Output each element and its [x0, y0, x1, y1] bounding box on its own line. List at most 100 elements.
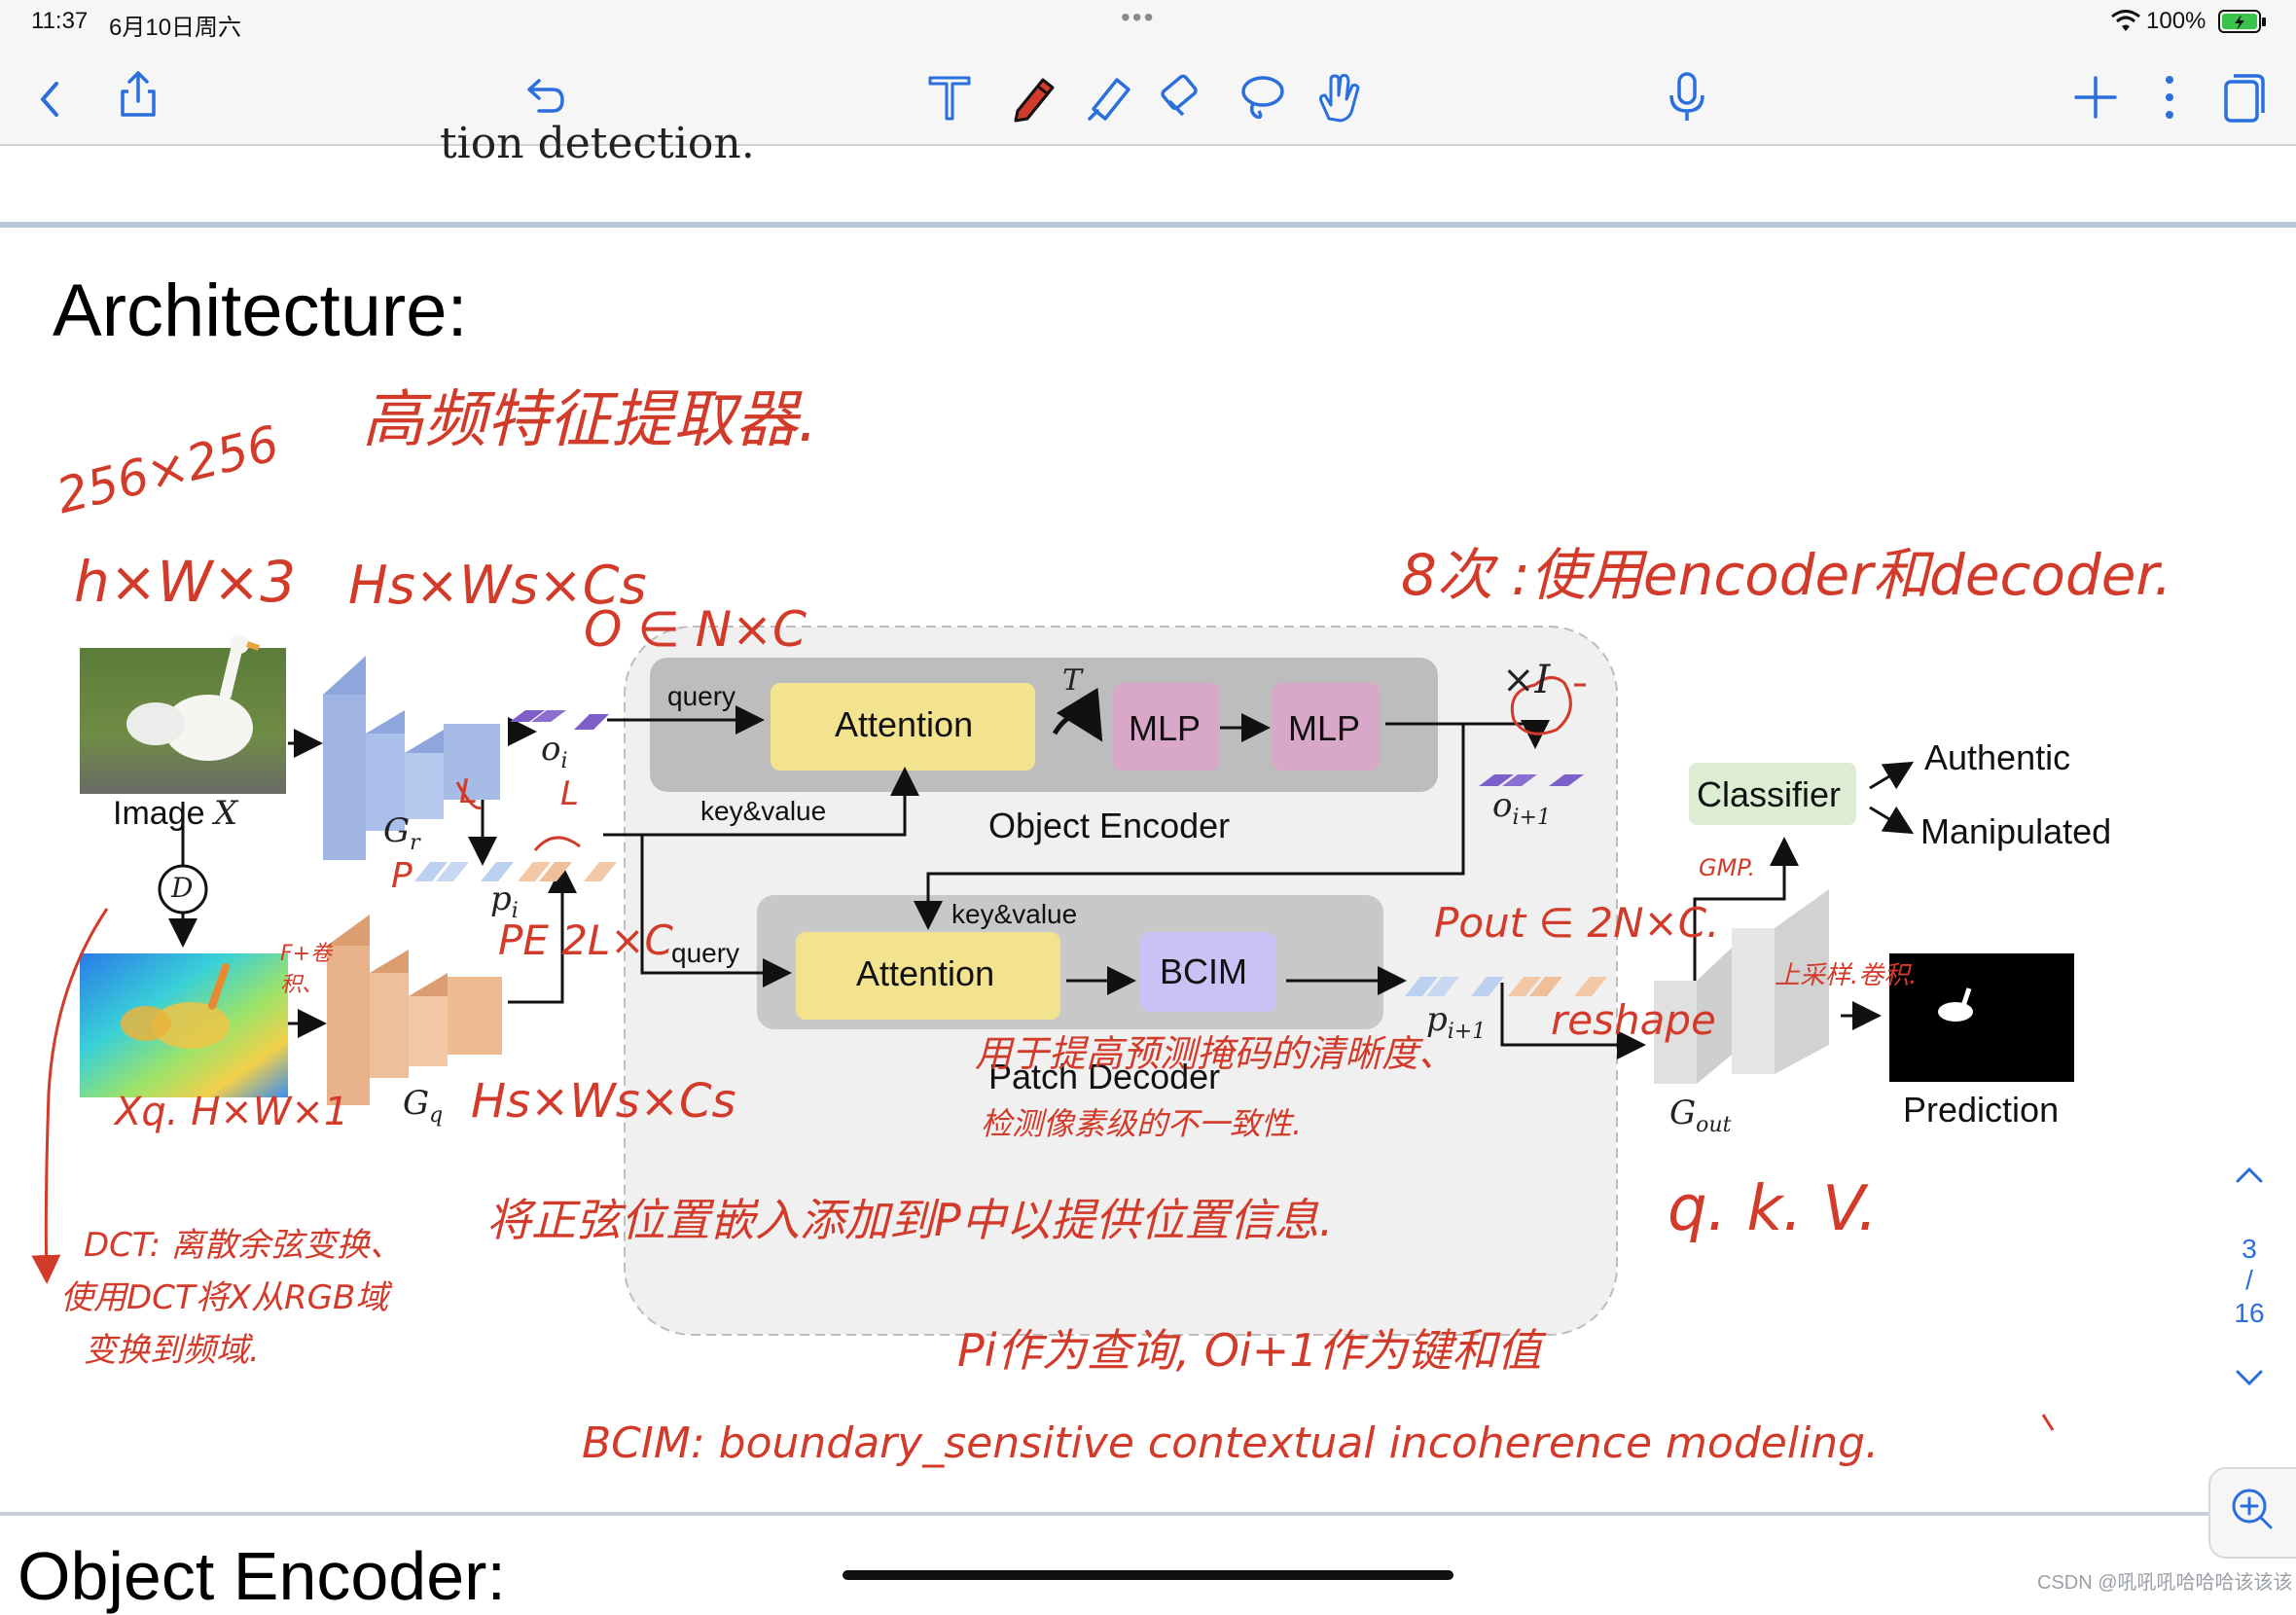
- note-hs-ws-cs-bottom: Hs×Ws×Cs: [471, 1074, 736, 1129]
- page-separator-2: [0, 1512, 2296, 1516]
- pen-tool-icon[interactable]: [1004, 66, 1062, 125]
- attention-top-label: Attention: [835, 704, 974, 744]
- toolbar: [0, 47, 2296, 146]
- back-icon[interactable]: [21, 70, 80, 128]
- mlp1-label: MLP: [1129, 708, 1202, 748]
- note-l-left: L: [459, 772, 478, 811]
- mlp-box-1: [1113, 683, 1220, 771]
- query-bottom-label: query: [671, 938, 740, 968]
- key-value-bottom-label: key&value: [951, 899, 1078, 929]
- image-label-prefix: Image: [113, 795, 214, 832]
- gout-label-sub: out: [1696, 1112, 1732, 1137]
- gq-label-main: G: [403, 1084, 430, 1123]
- status-bar: 11:37 6月10日周六 ••• 100%: [0, 0, 2296, 47]
- oi1-label-main: o: [1492, 786, 1513, 825]
- note-gmp: GMP.: [1699, 854, 1756, 881]
- home-indicator[interactable]: [843, 1570, 1453, 1580]
- note-dct-3: 变换到频域.: [84, 1331, 260, 1370]
- note-bcim-full: BCIM: boundary_sensitive contextual inco…: [582, 1418, 1880, 1468]
- microphone-icon[interactable]: [1658, 68, 1716, 126]
- note-l-right: L: [560, 774, 579, 813]
- zoom-in-icon: [2232, 1489, 2273, 1529]
- add-icon[interactable]: [2066, 68, 2125, 126]
- query-top-label: query: [667, 681, 736, 711]
- note-qkv: q. k. V.: [1668, 1173, 1878, 1245]
- pi1-label-main: p: [1426, 1000, 1448, 1039]
- patch-decoder-label: Patch Decoder: [988, 1057, 1221, 1096]
- gout-label: Gout: [1669, 1094, 1731, 1137]
- prediction-label: Prediction: [1903, 1090, 2060, 1130]
- note-pe: PE 2L×C: [498, 916, 673, 964]
- zoom-button[interactable]: [2208, 1467, 2296, 1559]
- note-pout: Pout ∈ 2N×C.: [1434, 899, 1720, 947]
- authentic-label: Authentic: [1924, 737, 2071, 777]
- classifier-box: [1689, 763, 1856, 825]
- note-hf-title: 高频特征提取器.: [362, 384, 818, 456]
- pi1-label: pi+1: [1426, 1000, 1486, 1044]
- lasso-icon[interactable]: [1232, 66, 1290, 125]
- slide-title: Architecture:: [53, 269, 468, 352]
- oi-label-sub: i: [560, 748, 568, 773]
- gr-label-sub: r: [410, 830, 420, 855]
- oi-tokens: [510, 710, 609, 730]
- architecture-diagram: [31, 626, 2074, 1431]
- previous-page-text: tion detection.: [440, 119, 755, 168]
- oi1-tokens: [1479, 774, 1584, 786]
- pi1-label-sub: i+1: [1447, 1019, 1487, 1044]
- pi-label-main: p: [490, 879, 512, 918]
- battery-icon: [2218, 10, 2266, 33]
- gq-label-sub: q: [429, 1102, 444, 1128]
- gr-label: Gr: [383, 811, 420, 855]
- object-encoder-label: Object Encoder: [988, 806, 1231, 845]
- t-label: T: [1062, 664, 1083, 698]
- date-text: 6月10日周六: [109, 15, 242, 41]
- hand-tool-icon[interactable]: [1308, 66, 1366, 125]
- note-upsample: 上采样.卷积.: [1775, 961, 1918, 990]
- battery-percent: 100%: [2146, 8, 2206, 34]
- mlp-box-2: [1273, 683, 1380, 771]
- note-hw3: h×W×3: [74, 549, 297, 615]
- key-value-top-label: key&value: [700, 796, 827, 826]
- mlp2-label: MLP: [1288, 708, 1361, 748]
- times-i-label: ×I: [1502, 658, 1551, 702]
- next-page-title: Object Encoder:: [18, 1538, 506, 1614]
- multitask-dots[interactable]: •••: [1121, 2, 1156, 32]
- pages-icon[interactable]: [2214, 68, 2273, 126]
- previous-page: tion detection.: [0, 119, 2296, 224]
- page-total: 16: [2234, 1298, 2265, 1328]
- text-tool-icon[interactable]: [920, 68, 979, 126]
- gr-encoder-blocks: [444, 724, 500, 800]
- gr-label-main: G: [383, 811, 411, 850]
- pi1-tokens: [1405, 977, 1607, 996]
- attention-top-box: [771, 683, 1035, 771]
- undo-icon[interactable]: [514, 68, 572, 126]
- note-pos-embed: 将正弦位置嵌入添加到P中以提供位置信息.: [486, 1194, 1334, 1246]
- more-icon[interactable]: [2140, 68, 2199, 126]
- oi1-label-sub: i+1: [1512, 805, 1551, 830]
- attention-bottom-box: [796, 932, 1060, 1020]
- pi-label-sub: i: [511, 898, 519, 923]
- gq-encoder-blocks: [448, 977, 502, 1055]
- page-up-icon[interactable]: [2230, 1160, 2269, 1189]
- manipulated-label: Manipulated: [1920, 811, 2112, 851]
- dct-circle: [158, 864, 208, 915]
- clock-time: 11:37: [31, 8, 89, 34]
- image-label: Image X: [113, 794, 237, 833]
- page-down-icon[interactable]: [2230, 1362, 2269, 1391]
- page-slash: /: [2245, 1265, 2253, 1295]
- wifi-icon: [2111, 10, 2140, 31]
- eraser-icon[interactable]: [1154, 66, 1212, 125]
- gout-label-main: G: [1669, 1094, 1697, 1132]
- gout-decoder-blocks: [1775, 889, 1829, 1074]
- gq-label: Gq: [403, 1084, 443, 1128]
- image-label-var: X: [213, 794, 238, 833]
- highlighter-icon[interactable]: [1080, 66, 1138, 125]
- note-f-conv: F+卷积、: [280, 942, 333, 997]
- note-pi-query: Pi作为查询, Oi+1作为键和值: [957, 1324, 1542, 1377]
- note-bcim-2: 检测像素级的不一致性.: [981, 1105, 1303, 1142]
- loop-arrow: [1052, 687, 1103, 742]
- slide-page: Architecture:: [0, 228, 2296, 1512]
- share-icon[interactable]: [109, 66, 167, 125]
- note-hs-ws-cs-top: Hs×Ws×Cs: [348, 555, 647, 616]
- page-separator: [0, 222, 2296, 228]
